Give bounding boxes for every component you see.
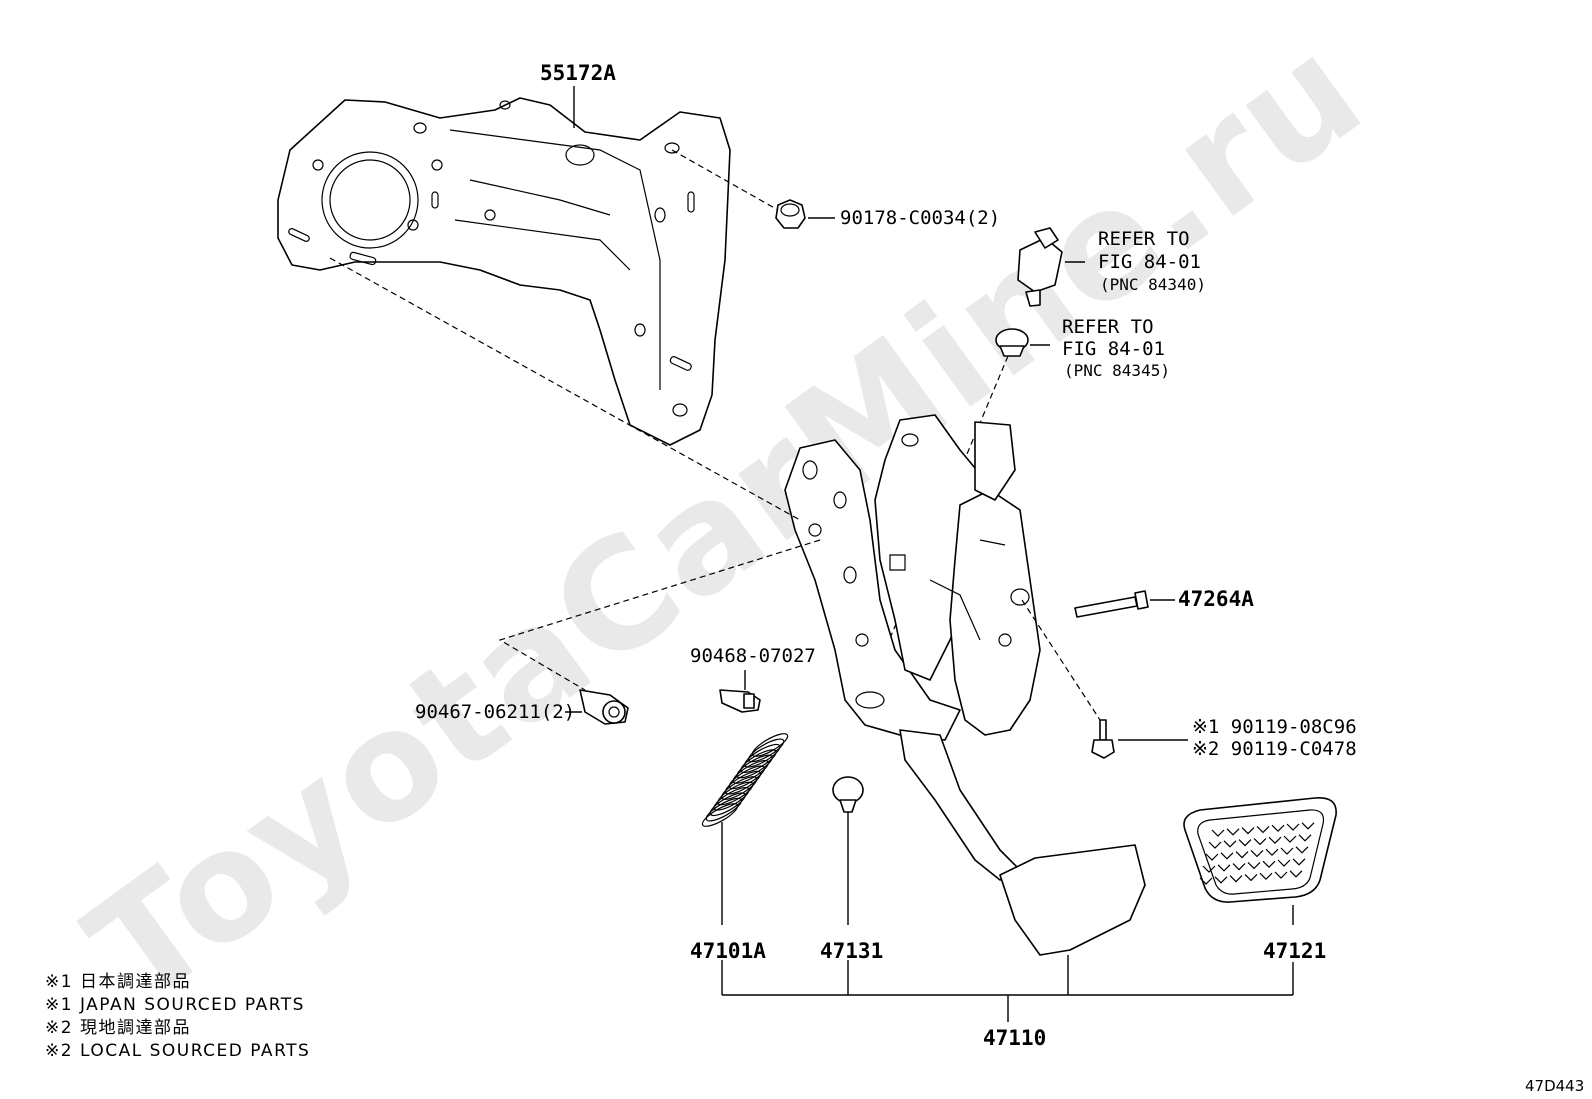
note-1-en: ※1 JAPAN SOURCED PARTS xyxy=(45,995,305,1015)
pedal-pad-tread-pattern xyxy=(1199,822,1315,885)
nut-90178-drawing: 90178-C0034(2) xyxy=(671,149,1000,229)
note-2-en: ※2 LOCAL SOURCED PARTS xyxy=(45,1041,310,1061)
label-90119-c0478: ※2 90119-C0478 xyxy=(1192,738,1357,760)
tread-chevron xyxy=(1289,870,1303,878)
cushion-47131-drawing xyxy=(832,776,864,925)
tread-chevron xyxy=(1265,848,1279,857)
tread-chevron xyxy=(1253,837,1267,846)
assembly-bracket-lines xyxy=(721,955,1294,1022)
alignment-line-2 xyxy=(498,539,821,691)
tread-chevron xyxy=(1223,840,1237,848)
tread-chevron xyxy=(1280,847,1294,855)
ref-84345-line2: FIG 84-01 xyxy=(1062,338,1165,360)
ref-84340-line1: REFER TO xyxy=(1098,228,1190,250)
label-90468-07027: 90468-07027 xyxy=(690,645,816,667)
clip-90467-drawing: 90467-06211(2) xyxy=(415,689,629,725)
pedal-pad-47121-drawing xyxy=(1183,797,1337,925)
tread-chevron xyxy=(1274,871,1288,879)
tread-chevron xyxy=(1250,849,1264,858)
tread-chevron xyxy=(1298,834,1312,842)
label-47121: 47121 xyxy=(1263,939,1326,963)
sourcing-notes: ※1 日本調達部品 ※1 JAPAN SOURCED PARTS ※2 現地調達… xyxy=(45,972,310,1061)
bracket-55172a-callout: 55172A xyxy=(540,61,616,128)
tread-chevron xyxy=(1247,861,1261,870)
tread-chevron xyxy=(1262,860,1276,869)
clip-90468-drawing: 90468-07027 xyxy=(690,645,816,713)
label-55172a: 55172A xyxy=(540,61,616,85)
tread-chevron xyxy=(1205,853,1219,861)
tread-chevron xyxy=(1199,877,1213,885)
tread-chevron xyxy=(1229,875,1243,883)
tread-chevron xyxy=(1211,829,1225,837)
label-90119-08c96: ※1 90119-08C96 xyxy=(1192,716,1357,738)
spring-coil xyxy=(701,803,739,827)
bolt-90119-drawing: ※1 90119-08C96 ※2 90119-C0478 xyxy=(1021,599,1357,760)
tread-chevron xyxy=(1226,828,1240,836)
tread-chevron xyxy=(1301,822,1315,830)
tread-chevron xyxy=(1283,835,1297,843)
ref-84340-line2: FIG 84-01 xyxy=(1098,251,1201,273)
tread-chevron xyxy=(1241,827,1255,835)
spring-47101a-drawing xyxy=(701,733,789,925)
tread-chevron xyxy=(1214,876,1228,884)
note-1-jp: ※1 日本調達部品 xyxy=(45,972,191,992)
tread-chevron xyxy=(1268,836,1282,845)
tread-chevron xyxy=(1292,858,1306,866)
pin-47264a-drawing: 47264A xyxy=(1074,587,1254,618)
tread-chevron xyxy=(1220,852,1234,860)
tread-chevron xyxy=(1277,859,1291,867)
bracket-55172a-drawing xyxy=(277,97,731,446)
figure-code: 47D443 xyxy=(1525,1077,1584,1095)
tread-chevron xyxy=(1217,864,1231,872)
tread-chevron xyxy=(1232,863,1246,871)
label-47101a: 47101A xyxy=(690,939,766,963)
ref-84345-line1: REFER TO xyxy=(1062,316,1154,338)
tread-chevron xyxy=(1256,825,1270,834)
label-90178-c0034: 90178-C0034(2) xyxy=(840,207,1000,229)
spring-coil xyxy=(705,797,743,822)
tread-chevron xyxy=(1238,839,1252,847)
label-90467-06211: 90467-06211(2) xyxy=(415,701,575,723)
tread-chevron xyxy=(1286,823,1300,831)
stop-lamp-switch-drawing: REFER TO FIG 84-01 (PNC 84340) xyxy=(1017,227,1206,307)
ref-84340-line3: (PNC 84340) xyxy=(1100,275,1206,294)
note-2-jp: ※2 現地調達部品 xyxy=(45,1018,191,1038)
ref-84345-line3: (PNC 84345) xyxy=(1064,361,1170,380)
label-47264a: 47264A xyxy=(1178,587,1254,611)
tread-chevron xyxy=(1202,865,1216,873)
label-47110: 47110 xyxy=(983,1026,1046,1050)
tread-chevron xyxy=(1235,851,1249,859)
tread-chevron xyxy=(1208,841,1222,849)
tread-chevron xyxy=(1295,846,1309,854)
pedal-support-drawing xyxy=(784,414,1146,956)
tread-chevron xyxy=(1244,873,1258,882)
tread-chevron xyxy=(1259,872,1273,881)
tread-chevron xyxy=(1271,824,1285,833)
label-47131: 47131 xyxy=(820,939,883,963)
